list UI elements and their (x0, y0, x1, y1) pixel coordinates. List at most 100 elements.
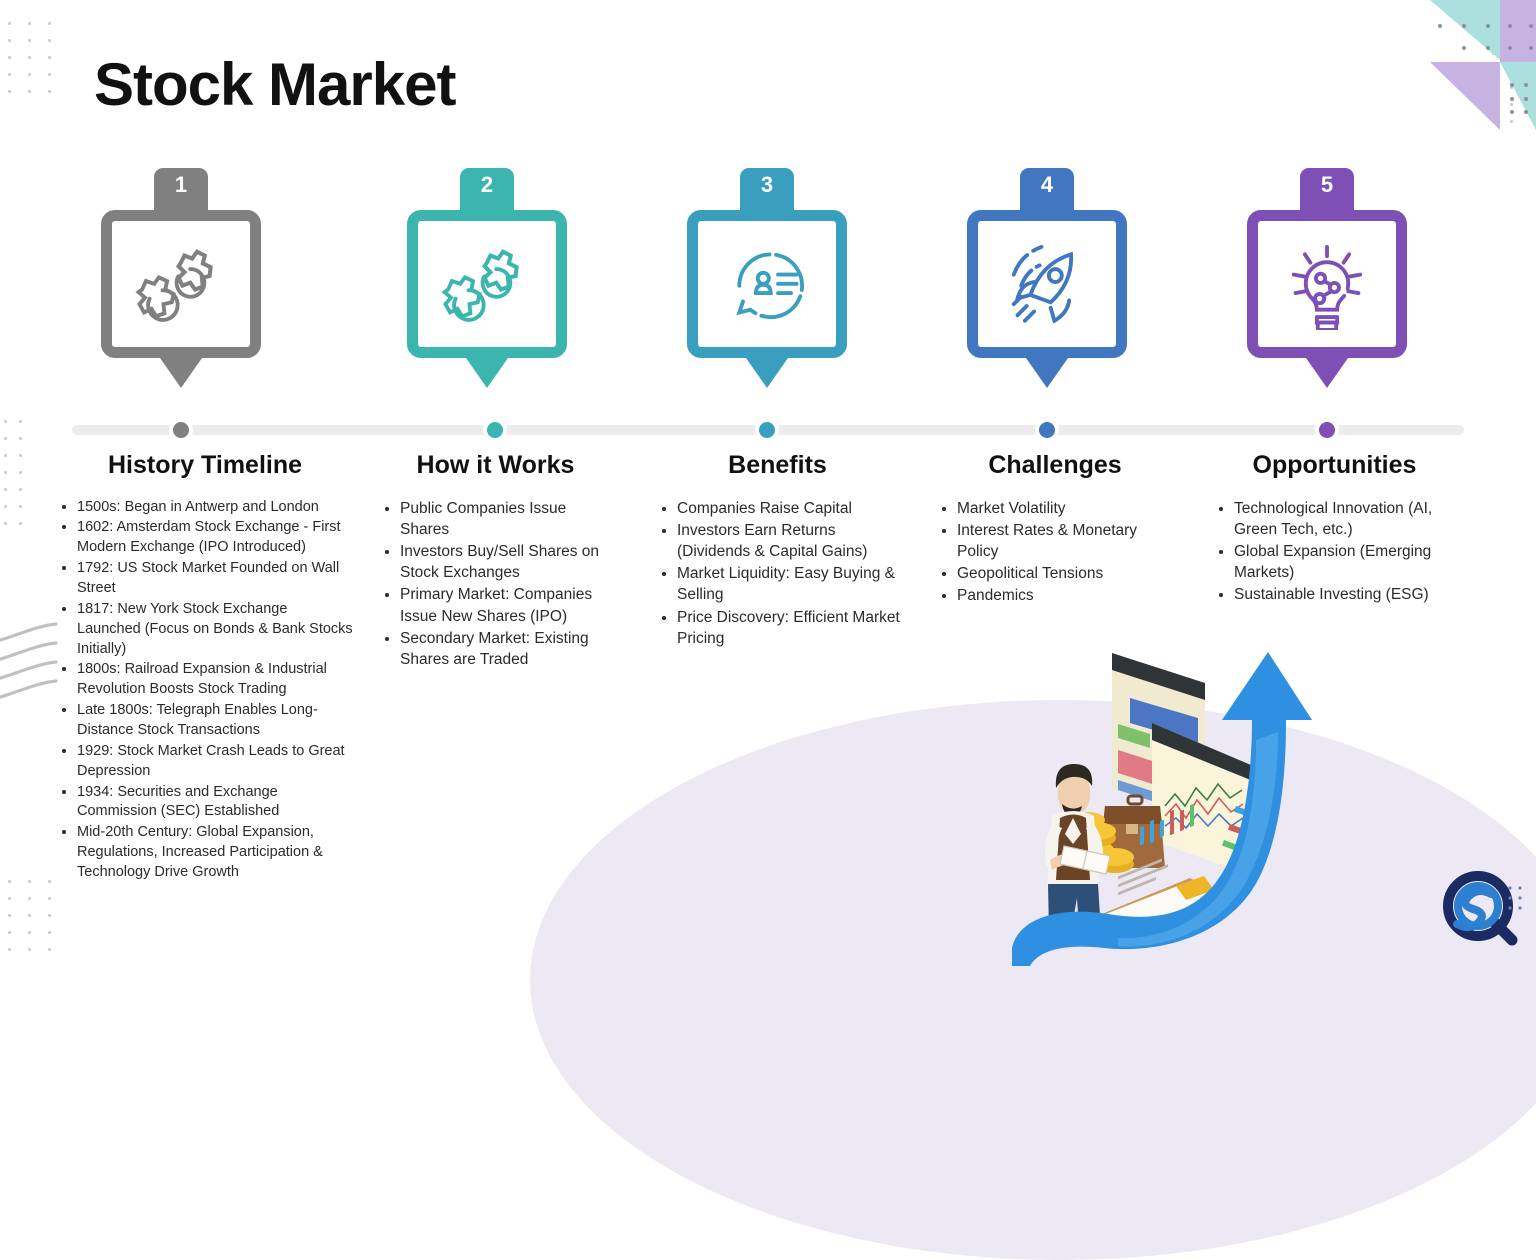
decor-dot (4, 471, 7, 474)
step-pointer (160, 358, 202, 388)
list-item: Global Expansion (Emerging Markets) (1234, 541, 1457, 583)
decor-dot (4, 505, 7, 508)
step-pointer (1026, 358, 1068, 388)
decor-dot (28, 931, 31, 934)
step-pointer (466, 358, 508, 388)
gears-icon (439, 234, 535, 335)
decor-dot (19, 505, 22, 508)
list-item: Public Companies Issue Shares (400, 498, 613, 540)
step-badge-5[interactable]: 5 (1227, 168, 1427, 388)
timeline-dot-5[interactable] (1315, 418, 1339, 442)
step-badge-4[interactable]: 4 (947, 168, 1147, 388)
step-badges-row: 1 2 3 4 5 (0, 168, 1536, 408)
decor-dot (8, 948, 11, 951)
column-title: Challenges (988, 451, 1122, 479)
decor-dot (19, 437, 22, 440)
list-item: Late 1800s: Telegraph Enables Long-Dista… (77, 701, 355, 741)
timeline-dot-3[interactable] (755, 418, 779, 442)
list-item: Companies Raise Capital (677, 498, 900, 519)
step-pointer (746, 358, 788, 388)
step-number-tab: 4 (1020, 168, 1074, 214)
list-item: Primary Market: Companies Issue New Shar… (400, 584, 613, 626)
decor-dot (48, 931, 51, 934)
sq-logo (1434, 862, 1526, 954)
list-item: Technological Innovation (AI, Green Tech… (1234, 498, 1457, 540)
list-item: Pandemics (957, 585, 1175, 606)
decor-dot (48, 948, 51, 951)
dot-grid-bottom-left (8, 880, 56, 952)
decor-dot (28, 39, 31, 42)
decor-dot (19, 488, 22, 491)
step-badge-1[interactable]: 1 (81, 168, 281, 388)
timeline-dot-4[interactable] (1035, 418, 1059, 442)
timeline-dot-2[interactable] (483, 418, 507, 442)
step-number: 3 (760, 172, 774, 197)
list-item: Price Discovery: Efficient Market Pricin… (677, 607, 900, 649)
column-title: Benefits (728, 451, 827, 479)
step-badge-2[interactable]: 2 (387, 168, 587, 388)
list-item: Secondary Market: Existing Shares are Tr… (400, 628, 613, 670)
step-number-tab: 1 (154, 168, 208, 214)
decor-dot (4, 454, 7, 457)
decor-dot (19, 420, 22, 423)
decor-dot (48, 39, 51, 42)
column-opportunities: OpportunitiesTechnological Innovation (A… (1212, 451, 1457, 607)
step-icon-frame (407, 210, 567, 358)
lightbulb-idea-icon (1279, 234, 1375, 335)
list-item: Market Liquidity: Easy Buying & Selling (677, 563, 900, 605)
decor-dot (8, 880, 11, 883)
decor-dot (48, 897, 51, 900)
decor-dot (19, 522, 22, 525)
decor-dot (1510, 69, 1513, 72)
step-icon-frame (1247, 210, 1407, 358)
list-item: Geopolitical Tensions (957, 563, 1175, 584)
list-item: 1817: New York Stock Exchange Launched (… (77, 600, 355, 660)
page-title: Stock Market (94, 51, 456, 118)
column-how-it-works: How it WorksPublic Companies Issue Share… (378, 451, 613, 671)
list-item: 1934: Securities and Exchange Commission… (77, 783, 355, 823)
decor-dot (19, 454, 22, 457)
decor-dot (48, 880, 51, 883)
step-icon-frame (967, 210, 1127, 358)
decor-dot (1492, 86, 1495, 89)
decor-dot (8, 931, 11, 934)
decor-dot (28, 948, 31, 951)
decor-dot (48, 914, 51, 917)
list-item: 1800s: Railroad Expansion & Industrial R… (77, 660, 355, 700)
decor-dot (1510, 120, 1513, 123)
decor-dot (8, 56, 11, 59)
step-number: 4 (1040, 172, 1054, 197)
decor-dot (28, 914, 31, 917)
decor-dot (48, 56, 51, 59)
decor-dot (8, 73, 11, 76)
list-item: Investors Earn Returns (Dividends & Capi… (677, 520, 900, 562)
decor-dot (28, 880, 31, 883)
decor-dot (28, 56, 31, 59)
decor-dot (4, 420, 7, 423)
list-item: Mid-20th Century: Global Expansion, Regu… (77, 823, 355, 883)
column-list: Public Companies Issue SharesInvestors B… (378, 498, 613, 671)
decor-dot (4, 437, 7, 440)
column-title: History Timeline (107, 451, 303, 479)
step-badge-3[interactable]: 3 (667, 168, 867, 388)
decor-dot (1492, 120, 1495, 123)
decor-dot (48, 22, 51, 25)
decor-dot (48, 73, 51, 76)
list-item: 1929: Stock Market Crash Leads to Great … (77, 742, 355, 782)
decor-dot (1510, 52, 1513, 55)
timeline-dot-1[interactable] (169, 418, 193, 442)
list-item: Investors Buy/Sell Shares on Stock Excha… (400, 541, 613, 583)
decor-dot (8, 39, 11, 42)
dot-grid-top-left (8, 22, 56, 94)
decor-dot (19, 471, 22, 474)
list-item: 1602: Amsterdam Stock Exchange - First M… (77, 518, 355, 558)
decor-dot (1492, 52, 1495, 55)
list-item: 1792: US Stock Market Founded on Wall St… (77, 559, 355, 599)
decor-dot (1492, 69, 1495, 72)
decor-dot (1492, 103, 1495, 106)
corner-triangles-decor (1400, 0, 1536, 150)
list-item: Interest Rates & Monetary Policy (957, 520, 1175, 562)
column-list: Market VolatilityInterest Rates & Moneta… (935, 498, 1175, 607)
column-challenges: ChallengesMarket VolatilityInterest Rate… (935, 451, 1175, 608)
step-number: 2 (480, 172, 494, 197)
